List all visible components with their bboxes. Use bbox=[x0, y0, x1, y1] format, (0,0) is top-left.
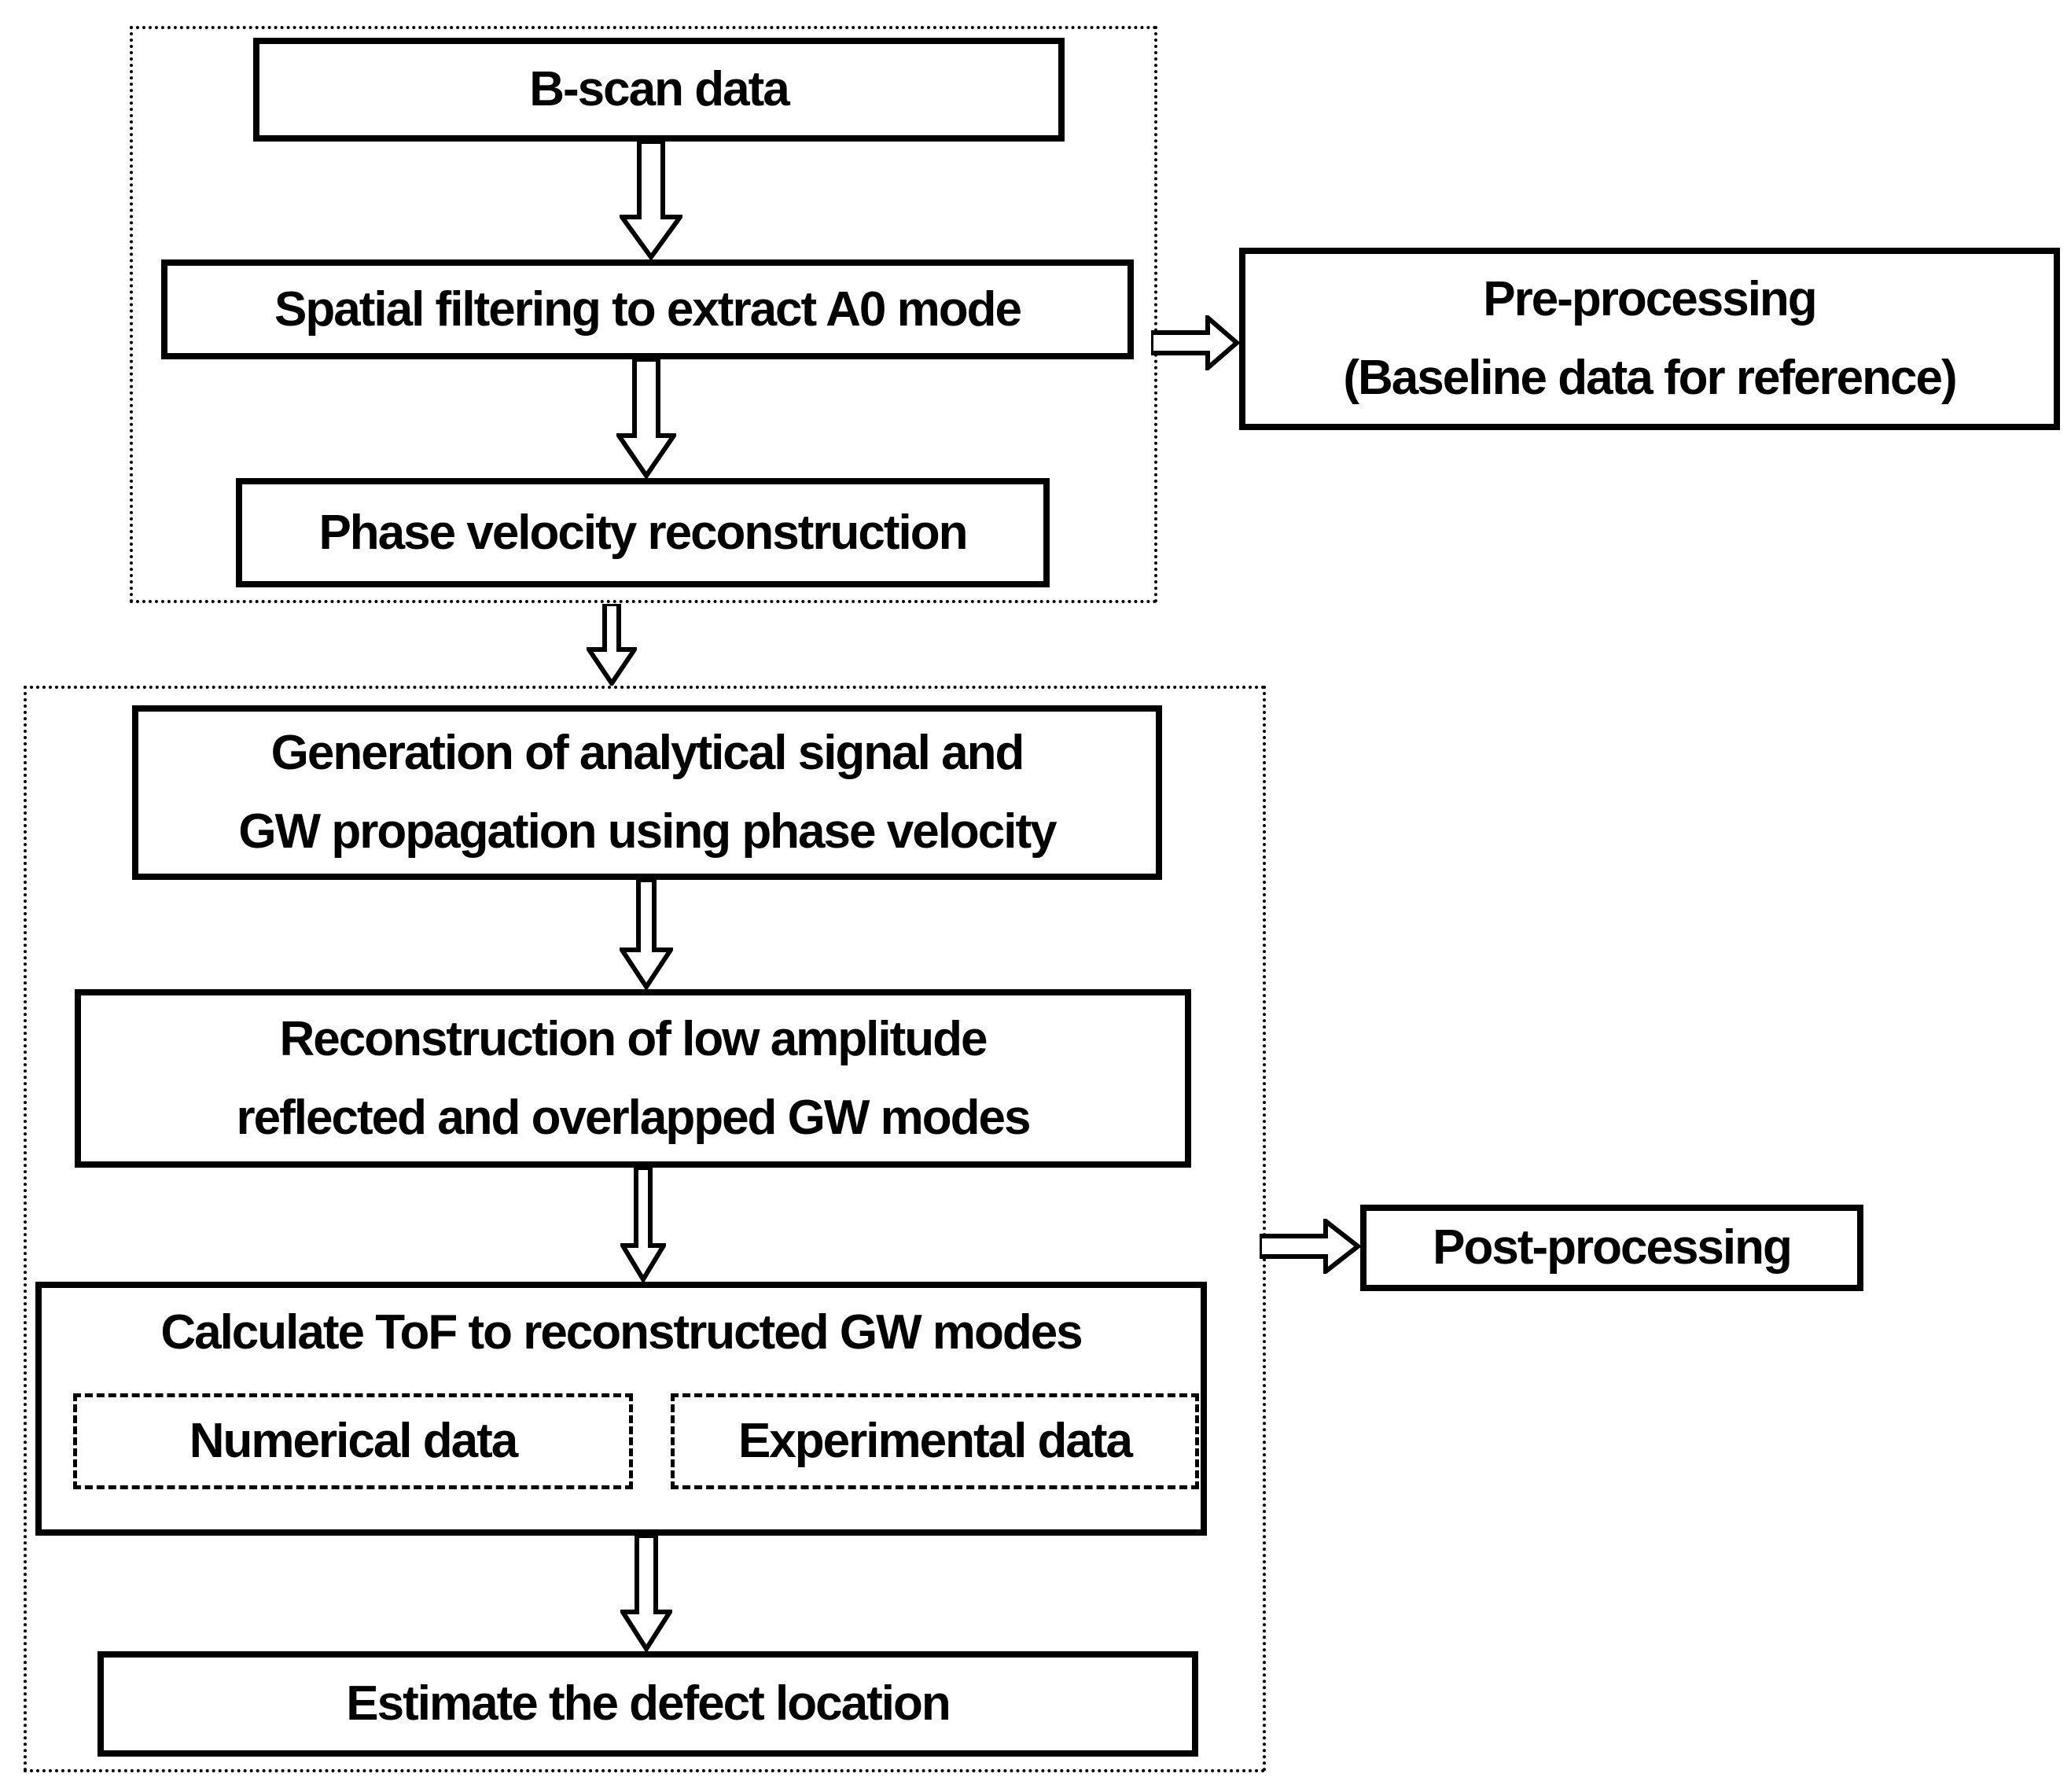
node-estimate-defect: Estimate the defect location bbox=[97, 1651, 1198, 1757]
bscan-data-label: B-scan data bbox=[529, 62, 789, 117]
experimental-data-label: Experimental data bbox=[738, 1414, 1133, 1469]
numerical-data-label: Numerical data bbox=[189, 1414, 519, 1469]
node-reconstruction: Reconstruction of low amplitude reflecte… bbox=[75, 989, 1191, 1168]
flow-arrow-group2-to-postprocessing-right-icon bbox=[1260, 1219, 1360, 1274]
phase-velocity-label: Phase velocity reconstruction bbox=[318, 505, 968, 560]
flow-arrow-spatial-to-phase-down-icon bbox=[616, 359, 676, 478]
flow-arrow-calculate-to-estimate-down-icon bbox=[620, 1536, 672, 1651]
flow-arrow-generation-to-reconstruction-down-icon bbox=[620, 880, 673, 989]
post-processing-label: Post-processing bbox=[1433, 1220, 1793, 1275]
node-numerical-data: Numerical data bbox=[73, 1393, 633, 1489]
preprocessing-group-border bbox=[130, 26, 1157, 603]
flow-arrow-spatial-to-preprocessing-right-icon bbox=[1151, 315, 1239, 370]
estimate-defect-label: Estimate the defect location bbox=[346, 1676, 951, 1731]
generation-line1: Generation of analytical signal and bbox=[270, 726, 1025, 780]
node-pre-processing: Pre-processing (Baseline data for refere… bbox=[1239, 248, 2060, 430]
generation-label: Generation of analytical signal and GW p… bbox=[238, 714, 1057, 871]
flow-arrow-reconstruction-to-calculate-down-icon bbox=[620, 1168, 666, 1282]
node-phase-velocity: Phase velocity reconstruction bbox=[236, 478, 1050, 587]
node-generation: Generation of analytical signal and GW p… bbox=[132, 705, 1162, 880]
node-post-processing: Post-processing bbox=[1360, 1205, 1863, 1291]
reconstruction-label: Reconstruction of low amplitude reflecte… bbox=[236, 1000, 1032, 1157]
node-experimental-data: Experimental data bbox=[671, 1393, 1199, 1489]
pre-processing-label: Pre-processing (Baseline data for refere… bbox=[1343, 260, 1957, 418]
pre-processing-line2: (Baseline data for reference) bbox=[1343, 351, 1957, 405]
reconstruction-line2: reflected and overlapped GW modes bbox=[236, 1090, 1032, 1145]
postprocessing-group-border bbox=[24, 686, 1266, 1772]
calculate-tof-label: Calculate ToF to reconstructed GW modes bbox=[160, 1305, 1083, 1360]
flow-arrow-bscan-to-spatial-down-icon bbox=[620, 142, 682, 259]
generation-line2: GW propagation using phase velocity bbox=[238, 804, 1057, 859]
pre-processing-line1: Pre-processing bbox=[1483, 272, 1817, 326]
reconstruction-line1: Reconstruction of low amplitude bbox=[279, 1011, 988, 1066]
node-spatial-filtering: Spatial filtering to extract A0 mode bbox=[161, 259, 1134, 359]
spatial-filtering-label: Spatial filtering to extract A0 mode bbox=[274, 281, 1022, 337]
node-bscan-data: B-scan data bbox=[253, 38, 1065, 142]
flow-arrow-group1-to-group2-down-icon bbox=[587, 604, 637, 686]
